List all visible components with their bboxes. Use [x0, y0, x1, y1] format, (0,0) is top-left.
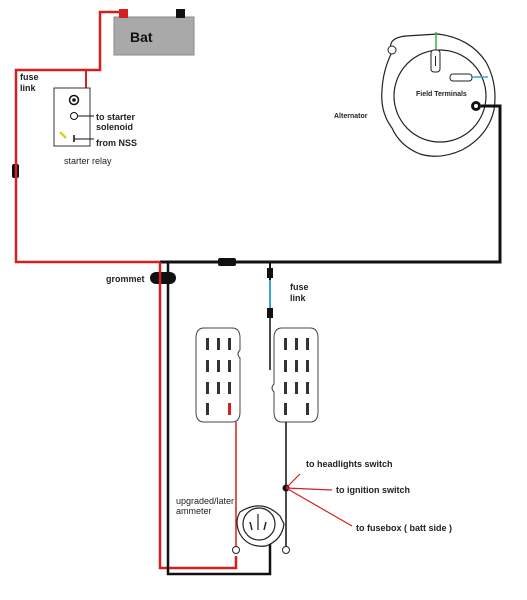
field-terminals-label: Field Terminals	[416, 91, 467, 98]
fuse-link-mid-label: fuse link	[290, 282, 311, 303]
alternator-label: Alternator	[334, 113, 368, 120]
black-return-to-ammeter	[166, 262, 272, 576]
battery-label: Bat	[130, 29, 153, 45]
grommet	[150, 272, 176, 284]
red-feed-to-ammeter	[158, 262, 238, 570]
battery-positive-terminal	[119, 9, 128, 18]
ammeter-dial	[242, 507, 276, 541]
fuse-link-top-label: fuse link	[20, 72, 41, 93]
alternator-rotor-circle	[393, 49, 487, 143]
ammeter-label: upgraded/later ammeter	[176, 496, 237, 516]
from-nss-label: from NSS	[96, 138, 137, 148]
starter-relay	[53, 87, 94, 147]
inline-connector	[218, 258, 236, 266]
field-terminal-horizontal	[449, 73, 473, 82]
connector-block-right	[271, 327, 319, 423]
relay-switch-contact	[59, 131, 67, 139]
wire-to-headlights	[285, 473, 301, 489]
alternator-output-wire	[160, 104, 502, 264]
connector-block-left	[195, 327, 241, 423]
to-fusebox-label: to fusebox ( batt side )	[356, 523, 452, 533]
grommet-label: grommet	[106, 274, 145, 284]
ammeter-terminal-left	[232, 546, 240, 554]
wire-to-ignition	[285, 487, 333, 491]
to-starter-solenoid-label: to starter solenoid	[96, 112, 138, 132]
battery: Bat	[113, 9, 195, 56]
wire-to-fusebox	[285, 487, 353, 527]
battery-negative-terminal	[176, 9, 185, 18]
red-main-feed-left	[14, 110, 160, 264]
alternator: Field Terminals	[381, 32, 496, 157]
alternator-mount	[387, 45, 397, 55]
to-headlights-switch-label: to headlights switch	[306, 459, 393, 469]
to-ignition-switch-label: to ignition switch	[336, 485, 410, 495]
relay-starter-terminal	[70, 112, 78, 120]
starter-relay-label: starter relay	[64, 156, 112, 166]
fuse-link-mid-cap	[267, 268, 273, 278]
battery-body	[113, 16, 195, 56]
ammeter	[232, 505, 290, 554]
battery-to-relay-wire-top	[14, 10, 123, 110]
ammeter-terminal-right	[282, 546, 290, 554]
